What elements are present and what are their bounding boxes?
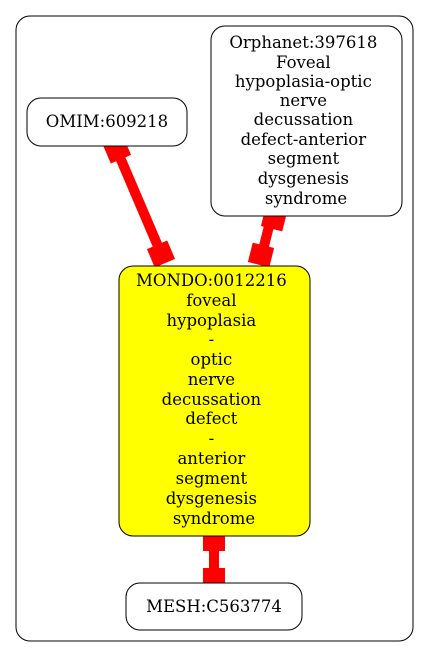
node-mondo-line-4: -: [209, 330, 215, 349]
edge-orphanet-to-mondo-end-marker: [247, 242, 275, 268]
node-mesh-line-1: MESH:C563774: [146, 597, 282, 616]
node-mondo-line-2: foveal: [186, 291, 236, 310]
node-orphanet[interactable]: Orphanet:397618 Foveal hypoplasia-optic …: [210, 25, 403, 217]
node-mondo-label: MONDO:0012216 foveal hypoplasia - optic …: [136, 271, 292, 528]
edge-omim-to-mondo-end-marker: [146, 240, 176, 268]
node-mesh-label: MESH:C563774: [146, 597, 282, 616]
node-mondo-line-1: MONDO:0012216: [136, 271, 287, 290]
node-omim-label: OMIM:609218: [46, 112, 168, 131]
node-orphanet-box: [210, 25, 403, 217]
node-orphanet-label: Orphanet:397618 Foveal hypoplasia-optic …: [229, 33, 382, 208]
node-mondo-line-6: nerve: [188, 370, 235, 389]
node-mondo-line-11: segment: [176, 469, 248, 488]
node-omim-line-1: OMIM:609218: [46, 112, 168, 131]
node-mondo-line-10: anterior: [177, 449, 245, 468]
node-mesh[interactable]: MESH:C563774: [125, 582, 303, 631]
node-orphanet-line-2: Foveal: [276, 53, 331, 72]
node-mesh-box: [125, 582, 303, 631]
node-orphanet-line-3: hypoplasia-optic: [235, 72, 372, 91]
node-mondo-line-3: hypoplasia: [167, 311, 257, 330]
node-mondo-line-7: decussation: [162, 390, 262, 409]
node-orphanet-line-4: nerve: [280, 91, 327, 110]
node-mondo-line-5: optic: [191, 350, 233, 369]
node-orphanet-line-7: segment: [268, 149, 340, 168]
node-orphanet-line-9: syndrome: [265, 189, 347, 208]
node-orphanet-line-1: Orphanet:397618: [229, 33, 377, 52]
node-omim-box: [26, 97, 188, 147]
node-orphanet-line-6: defect-anterior: [241, 130, 367, 149]
node-mondo-line-13: syndrome: [173, 509, 255, 528]
node-omim[interactable]: OMIM:609218: [26, 97, 188, 147]
node-orphanet-line-8: dysgenesis: [258, 169, 349, 188]
node-mondo-box: [118, 265, 311, 537]
node-mondo-line-8: defect: [185, 409, 237, 428]
edge-omim-to-mondo-line: [111, 146, 168, 260]
node-orphanet-line-5: decussation: [254, 110, 354, 129]
node-mondo-line-12: dysgenesis: [166, 489, 257, 508]
node-mondo[interactable]: MONDO:0012216 foveal hypoplasia - optic …: [118, 265, 311, 537]
node-mondo-line-9: -: [209, 429, 215, 448]
